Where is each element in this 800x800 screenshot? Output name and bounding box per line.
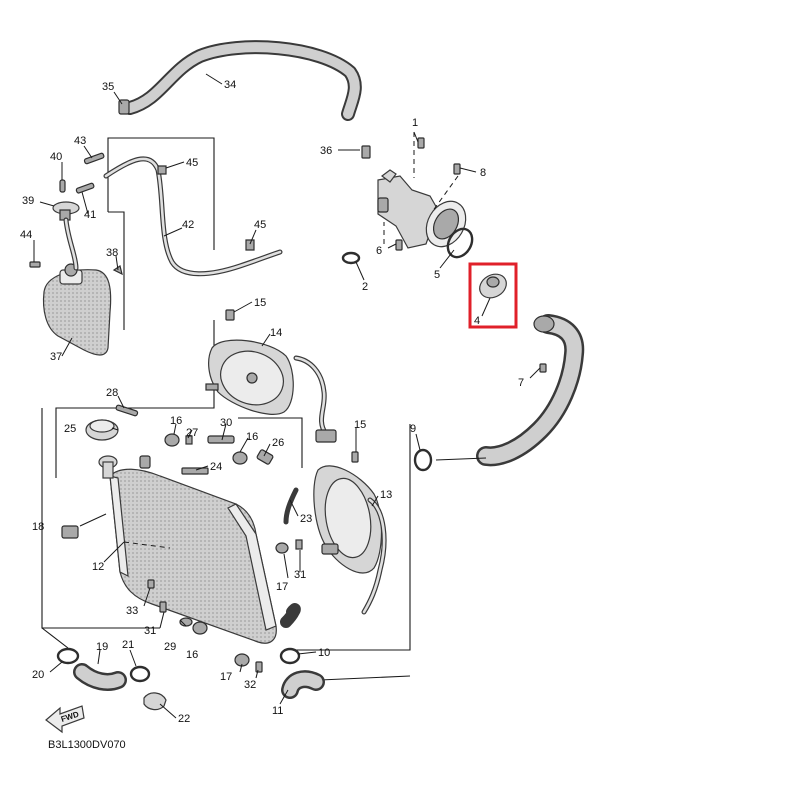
radiator-cap-25 [85,419,119,441]
bolt-1 [417,137,425,149]
callout-17-b: 17 [220,671,232,683]
highlight-box [468,262,518,329]
callout-1: 1 [412,117,418,129]
callout-19: 19 [96,641,108,653]
callout-7: 7 [518,377,524,389]
callout-37: 37 [50,351,62,363]
diagram-reference-code: B3L1300DV070 [48,739,126,751]
thermostat-housing [377,169,467,249]
callout-23: 23 [300,513,312,525]
breather-hose-42 [103,156,283,277]
callout-21: 21 [122,639,134,651]
callout-42: 42 [182,219,194,231]
overflow-hose [118,40,362,121]
hose-clamp-10 [279,647,301,665]
cooling-fan-14 [205,339,337,443]
callout-45-a: 45 [186,157,198,169]
cooling-fan-13 [313,465,387,615]
callout-29: 29 [164,641,176,653]
callout-8: 8 [480,167,486,179]
callout-32: 32 [244,679,256,691]
callout-2: 2 [362,281,368,293]
callout-28: 28 [106,387,118,399]
callout-14: 14 [270,327,282,339]
callout-17-a: 17 [276,581,288,593]
leader-lines [33,73,541,719]
callout-39: 39 [22,195,34,207]
lower-hoses [56,603,325,711]
callout-43: 43 [74,135,86,147]
bolt-8 [453,163,461,175]
filler-cap-39 [52,201,80,271]
fwd-arrow-icon: FWD [45,705,85,734]
callout-24: 24 [210,461,222,473]
hose-clamp-20 [56,647,80,665]
hose-clamp-9 [413,448,433,472]
callout-40: 40 [50,151,62,163]
o-ring-5 [446,227,474,259]
callout-labels: 1 2 4 5 6 7 8 9 10 11 12 13 14 15 15 16 … [20,79,524,725]
callout-11: 11 [272,705,283,717]
thermostat-4 [479,273,507,299]
callout-5: 5 [434,269,440,281]
callout-27: 27 [186,427,198,439]
callout-45-b: 45 [254,219,266,231]
radiator-outlet-hose [476,314,585,467]
callout-34: 34 [224,79,236,91]
callout-18: 18 [32,521,44,533]
callout-33: 33 [126,605,138,617]
callout-31-b: 31 [294,569,306,581]
hose-clamp-21 [129,665,151,683]
callout-15-lower: 15 [354,419,366,431]
callout-15-upper: 15 [254,297,266,309]
bolt-6 [395,239,403,251]
callout-41: 41 [84,209,96,221]
callout-26: 26 [272,437,284,449]
hose-22 [143,692,167,711]
reservoir-tank [42,263,112,356]
callout-22: 22 [178,713,190,725]
callout-20: 20 [32,669,44,681]
callout-13: 13 [380,489,392,501]
callout-6: 6 [376,245,382,257]
callout-36: 36 [320,145,332,157]
callout-31-a: 31 [144,625,156,637]
callout-25: 25 [64,423,76,435]
callout-12: 12 [92,561,104,573]
callout-10: 10 [318,647,330,659]
gasket-2 [341,251,361,265]
plug-36 [361,145,371,159]
callout-16-a: 16 [170,415,182,427]
bolt-15-upper [225,309,235,321]
callout-4: 4 [474,315,480,327]
callout-35: 35 [102,81,114,93]
callout-30: 30 [220,417,232,429]
callout-38: 38 [106,247,118,259]
radiator-12 [98,455,277,644]
callout-9: 9 [410,423,416,435]
callout-16-b: 16 [246,431,258,443]
callout-16-c: 16 [186,649,198,661]
callout-44: 44 [20,229,32,241]
